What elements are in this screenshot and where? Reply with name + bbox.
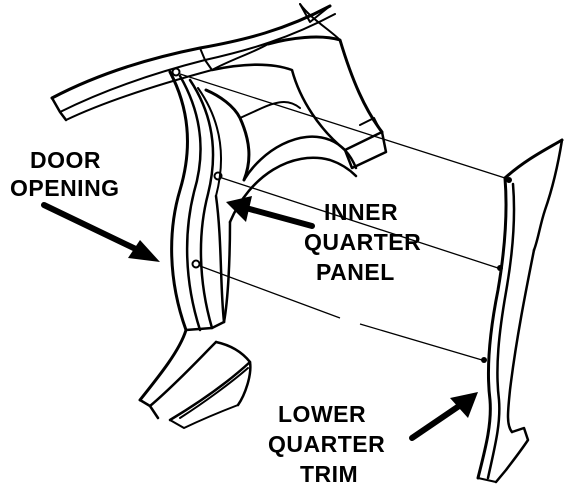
label-door-opening-line-2: OPENING: [10, 175, 120, 201]
label-inner-quarter-panel-line-3: PANEL: [316, 259, 395, 285]
c-pillar: [210, 3, 388, 170]
door-opening-arrow-icon: [41, 202, 160, 262]
rocker-sill: [138, 340, 252, 429]
trim-lower-clip-icon: [481, 357, 487, 363]
lower-quarter-trim-shape: [476, 138, 564, 484]
callout-arrows: [41, 196, 478, 441]
upper-alignment-line: [179, 73, 506, 179]
lower-alignment-line-a: [199, 265, 341, 319]
label-door-opening-line-1: DOOR: [30, 147, 101, 173]
inner-quarter-panel-shape: [204, 88, 358, 324]
door-opening-frame: [138, 70, 226, 408]
fastener-lower-icon: [191, 259, 201, 269]
label-lower-quarter-trim-line-3: TRIM: [300, 461, 358, 487]
label-lower-quarter-trim-line-1: LOWER: [278, 401, 366, 427]
fastener-middle-icon: [213, 171, 223, 181]
label-door-opening: DOOR OPENING: [10, 147, 120, 201]
lower-alignment-line-b: [359, 323, 483, 361]
fastener-upper-icon: [171, 67, 181, 77]
trim-upper-clip-icon: [506, 177, 512, 183]
label-inner-quarter-panel-line-1: INNER: [324, 199, 398, 225]
middle-alignment-line: [221, 177, 499, 269]
label-inner-quarter-panel-line-2: QUARTER: [304, 229, 421, 255]
alignment-lines: [171, 67, 506, 361]
roof-rail: [50, 3, 336, 122]
label-lower-quarter-trim: LOWER QUARTER TRIM: [268, 401, 385, 487]
trim-middle-clip-icon: [497, 265, 503, 271]
label-inner-quarter-panel: INNER QUARTER PANEL: [304, 199, 421, 285]
lower-quarter-trim-arrow-icon: [409, 392, 478, 441]
inner-quarter-panel-arrow-icon: [226, 196, 315, 229]
label-lower-quarter-trim-line-2: QUARTER: [268, 431, 385, 457]
